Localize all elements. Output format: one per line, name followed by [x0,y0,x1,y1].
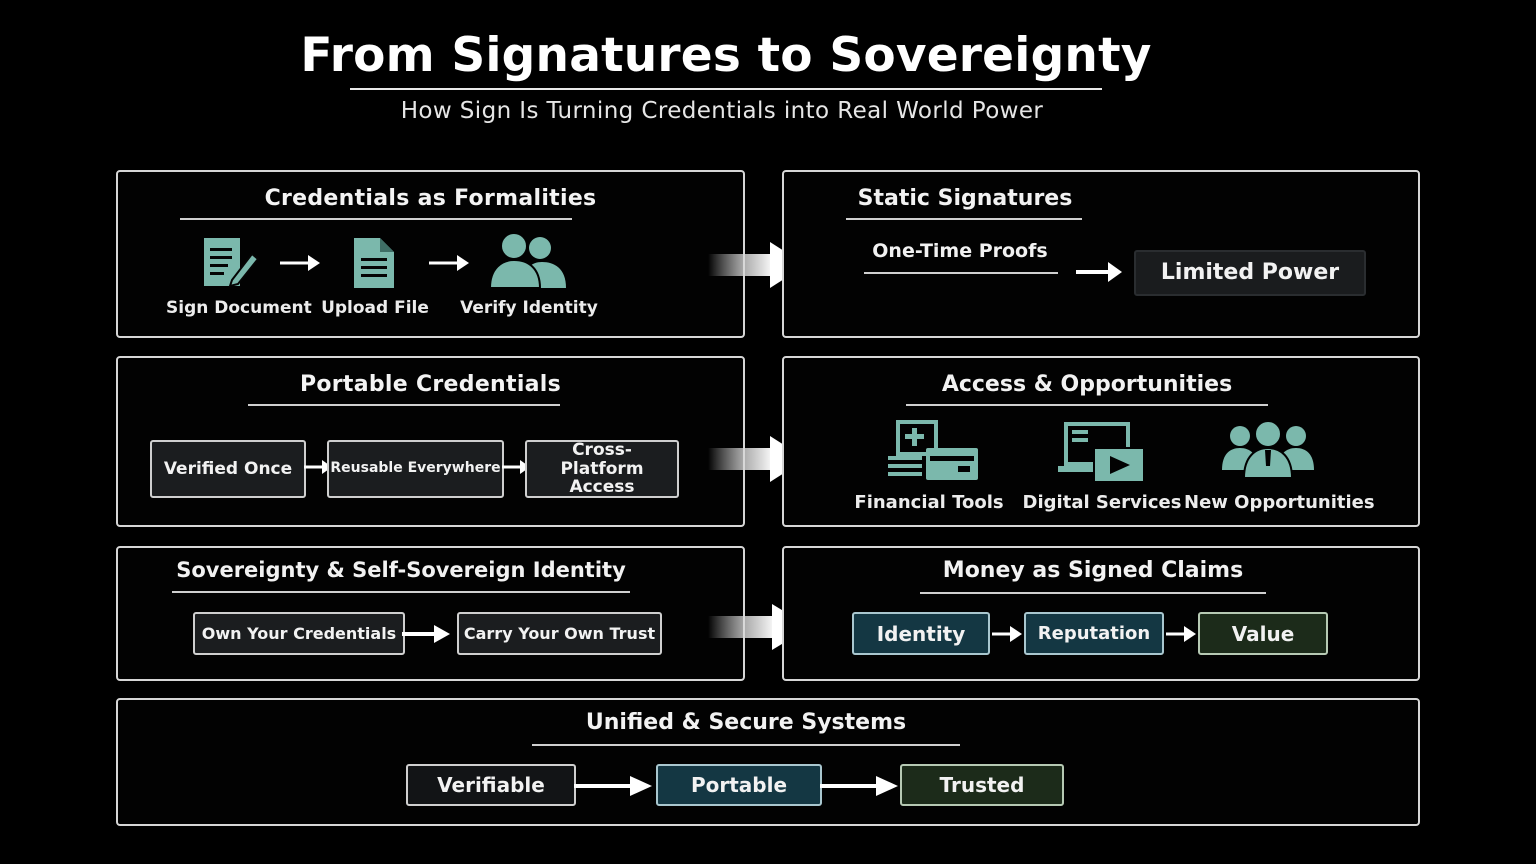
proof-underline [864,272,1058,274]
page-subtitle: How Sign Is Turning Credentials into Rea… [400,98,1044,124]
step-box: Identity [852,612,990,655]
step-box: Value [1198,612,1328,655]
panel-title-underline [172,591,630,593]
panel-access-opportunities: Access & Opportunities Financial Tools D… [782,356,1420,527]
panel-static-signatures: Static Signatures One-Time Proofs Limite… [782,170,1420,338]
panel-title: Unified & Secure Systems [585,710,907,735]
step-label: Upload File [321,298,429,318]
step-box: Trusted [900,764,1064,806]
panel-title-underline [906,404,1268,406]
panel-title-underline [180,218,572,220]
step-box: Verifiable [406,764,576,806]
step-box: Cross-Platform Access [525,440,679,498]
panel-title: Portable Credentials [299,372,562,397]
panel-credentials-formalities: Credentials as Formalities Sign Document… [116,170,745,338]
panel-title: Static Signatures [857,186,1073,211]
group-icon [1222,420,1314,478]
panel-portable-credentials: Portable Credentials Verified Once Reusa… [116,356,745,527]
financial-tools-icon [888,420,978,480]
step-box: Portable [656,764,822,806]
panel-title-underline [920,592,1266,594]
panel-unified-systems: Unified & Secure Systems Verifiable Port… [116,698,1420,826]
panel-title-underline [532,744,960,746]
panel-title: Access & Opportunities [941,372,1233,397]
users-icon [488,232,566,288]
arrow-icon [574,776,652,796]
title-underline [350,88,1102,90]
arrow-icon [992,626,1022,642]
arrow-icon [1166,626,1196,642]
arrow-icon [402,625,450,643]
arrow-icon [820,776,898,796]
proof-label: One-Time Proofs [872,240,1048,262]
panel-title: Credentials as Formalities [264,186,597,211]
step-box: Carry Your Own Trust [457,612,662,655]
page-title: From Signatures to Sovereignty [300,28,1152,83]
file-icon [354,238,394,288]
step-box: Own Your Credentials [193,612,405,655]
arrow-icon [1076,262,1122,282]
document-sign-icon [204,238,260,288]
panel-title: Sovereignty & Self-Sovereign Identity [176,558,626,582]
item-label: New Opportunities [1184,492,1375,513]
step-box: Reusable Everywhere [327,440,504,498]
item-label: Digital Services [1022,492,1182,513]
panel-title-underline [248,404,560,406]
digital-services-icon [1058,422,1145,483]
item-label: Financial Tools [854,492,1004,513]
step-box: Verified Once [150,440,306,498]
step-label: Sign Document [166,298,312,318]
panel-money-signed-claims: Money as Signed Claims Identity Reputati… [782,546,1420,681]
arrow-icon [280,255,320,271]
step-label: Verify Identity [460,298,598,318]
panel-title: Money as Signed Claims [942,558,1244,583]
step-box: Reputation [1024,612,1164,655]
result-box: Limited Power [1134,250,1366,296]
panel-title-underline [846,218,1082,220]
panel-sovereignty: Sovereignty & Self-Sovereign Identity Ow… [116,546,745,681]
arrow-icon [429,255,469,271]
